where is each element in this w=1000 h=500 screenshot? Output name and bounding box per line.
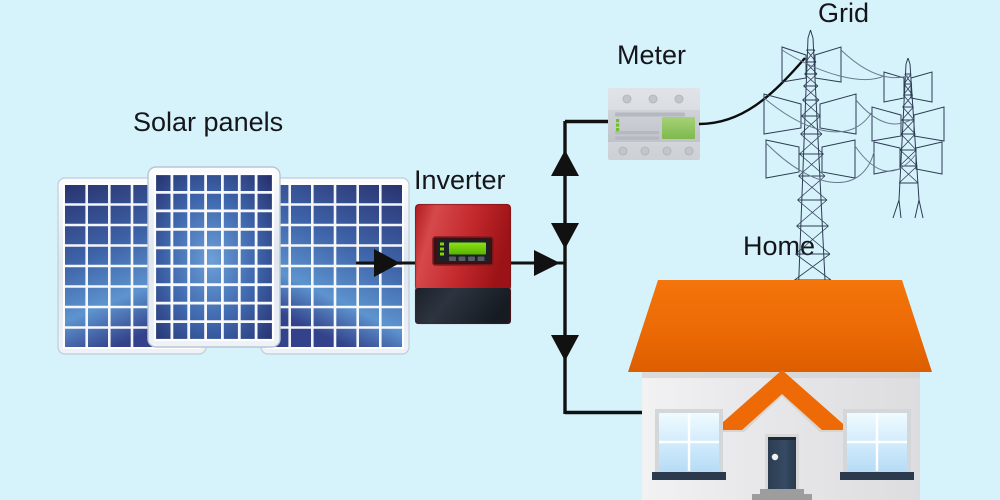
electricity-meter-icon[interactable]	[608, 88, 700, 160]
label-grid: Grid	[818, 0, 870, 28]
label-solar-panels: Solar panels	[133, 107, 284, 137]
flow-arrow-bus-to-home	[551, 335, 579, 361]
front-door[interactable]	[765, 434, 799, 490]
house-icon[interactable]	[628, 280, 932, 500]
right-panel	[260, 177, 410, 355]
inverter-led-group	[440, 242, 444, 256]
flow-arrow-inverter-to-bus	[511, 250, 566, 276]
flow-arrow-meter-to-bus	[551, 223, 579, 249]
label-home: Home	[743, 231, 816, 261]
solar-panel-array-icon[interactable]	[57, 166, 410, 355]
flow-arrow-panels-to-inverter	[356, 249, 415, 277]
tower-right	[871, 57, 945, 219]
window-left	[652, 409, 726, 480]
label-meter: Meter	[617, 40, 687, 70]
inverter-icon[interactable]	[414, 203, 512, 325]
meter-bottom-screws	[618, 146, 694, 156]
meter-to-grid-wire	[698, 57, 806, 126]
center-panel	[147, 166, 281, 348]
inverter-button-group[interactable]	[449, 256, 485, 262]
distribution-bus	[551, 119, 652, 415]
flow-arrow-bus-to-meter	[551, 150, 579, 176]
power-lines	[763, 49, 917, 184]
label-inverter: Inverter	[414, 165, 506, 195]
entry-steps	[752, 489, 812, 500]
transmission-tower-icon[interactable]	[763, 29, 945, 331]
meter-top-screws	[622, 94, 684, 104]
meter-led-group	[616, 119, 620, 132]
window-right	[840, 409, 914, 480]
